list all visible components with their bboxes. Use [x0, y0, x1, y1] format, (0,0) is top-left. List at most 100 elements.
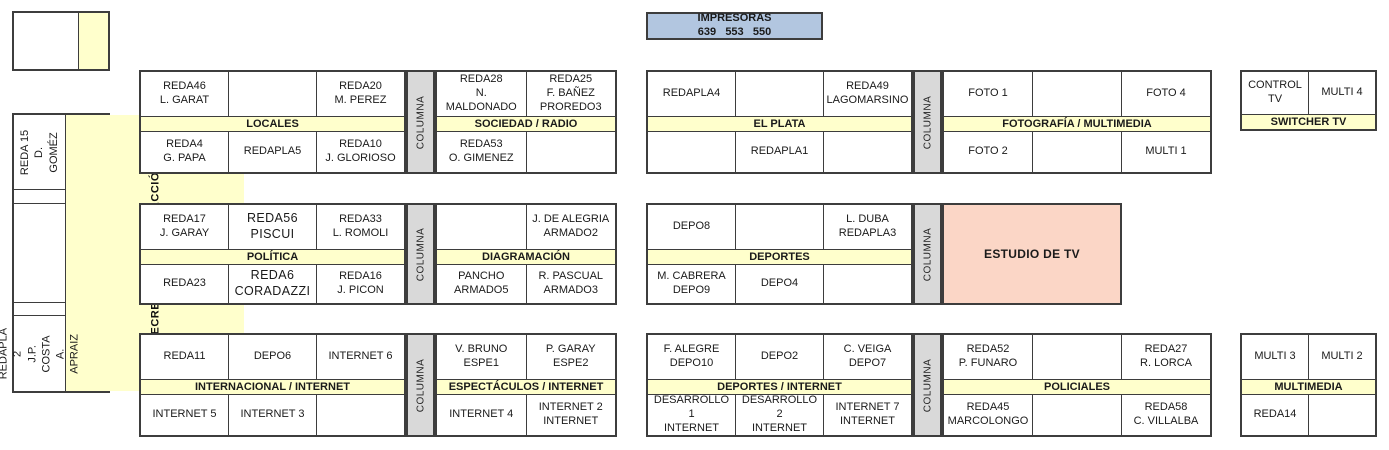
section-switcher-tv: CONTROL TV MULTI 4 SWITCHER TV: [1240, 70, 1377, 131]
desk-row: REDA11 DEPO6 INTERNET 6: [141, 335, 404, 379]
columna-label: COLUMNA: [922, 358, 934, 412]
desk-row: REDA52 P. FUNARO REDA27 R. LORCA: [944, 335, 1210, 379]
desk-cell: REDA46 L. GARAT: [141, 72, 229, 116]
columna-pillar: COLUMNA: [913, 203, 942, 305]
desk-cell: [648, 132, 736, 172]
desk-cell: [437, 205, 527, 249]
desk-cell: INTERNET 2 INTERNET: [538, 401, 603, 427]
desk-row: REDA45 MARCOLONGO REDA58 C. VILLALBA: [944, 395, 1210, 435]
desk-cell: [527, 132, 616, 172]
desk-cell: DEPO4: [736, 265, 824, 303]
desk-cell: INTERNET 4: [437, 395, 527, 435]
desk-cell: [1033, 72, 1122, 116]
desk-cell: [229, 72, 317, 116]
desk-cell: REDA20 M. PEREZ: [334, 80, 387, 106]
desk-cell: [317, 395, 404, 435]
desk-cell: REDA10 J. GLORIOSO: [325, 138, 396, 164]
desk-cell: M. CABRERA DEPO9: [648, 265, 736, 303]
columna-label: COLUMNA: [922, 95, 934, 149]
desk-cell: MULTI 1: [1145, 145, 1187, 158]
desk-row: M. CABRERA DEPO9 DEPO4: [648, 265, 911, 303]
tv-studio-label: ESTUDIO DE TV: [984, 247, 1080, 261]
desk-cell: REDA23: [141, 265, 229, 303]
desk-cell: J. DE ALEGRIA ARMADO2: [532, 213, 610, 239]
section-label: FOTOGRAFÍA / MULTIMEDIA: [944, 116, 1210, 132]
section-diagramacion: J. DE ALEGRIA ARMADO2 DIAGRAMACIÓN PANCH…: [435, 203, 617, 305]
section-locales: REDA46 L. GARAT REDA20 M. PEREZ LOCALES …: [139, 70, 406, 174]
desk-row: INTERNET 5 INTERNET 3: [141, 395, 404, 435]
section-label: DEPORTES / INTERNET: [648, 379, 911, 395]
desk-row: DESARROLLO 1 INTERNET DESARROLLO 2 INTER…: [648, 395, 911, 435]
columna-pillar: COLUMNA: [406, 203, 435, 305]
section-deportes-internet: F. ALEGRE DEPO10 DEPO2 C. VEIGA DEPO7 DE…: [646, 333, 913, 437]
desk-cell: REDA17 J. GARAY: [141, 205, 229, 249]
desk-cell: CONTROL TV: [1242, 72, 1309, 114]
desk-cell: [1033, 335, 1122, 379]
desk-cell: [824, 132, 911, 172]
desk-cell: F. ALEGRE DEPO10: [648, 335, 736, 379]
desk-label: REDAPLA 2 J.P. COSTA A. APRAIZ: [0, 327, 81, 379]
desk-row: REDA53 O. GIMENEZ: [437, 132, 615, 172]
desk-cell: REDA4 G. PAPA: [141, 132, 229, 172]
section-el-plata: REDAPLA4 REDA49 LAGOMARSINO EL PLATA RED…: [646, 70, 913, 174]
desk-row: REDA4 G. PAPA REDAPLA5 REDA10 J. GLORIOS…: [141, 132, 404, 172]
desk-cell: PANCHO ARMADO5: [437, 265, 527, 303]
section-sociedad-radio: REDA28 N. MALDONADO REDA25 F. BAÑEZ PROR…: [435, 70, 617, 174]
section-multimedia: MULTI 3 MULTI 2 MULTIMEDIA REDA14: [1240, 333, 1377, 437]
desk-cell: V. BRUNO ESPE1: [437, 335, 527, 379]
desk-cell: DESARROLLO 1 INTERNET: [648, 395, 736, 435]
secretarios-desk-column: REDA 15 D. GOMÉZ REDAPLA 2 J.P. COSTA A.…: [0, 115, 81, 391]
desk-cell: [1033, 395, 1122, 435]
desk-cell: REDA56 PISCUI: [229, 205, 317, 249]
section-label: SWITCHER TV: [1242, 114, 1375, 129]
desk-row: FOTO 2 MULTI 1: [944, 132, 1210, 172]
section-label: DEPORTES: [648, 249, 911, 265]
desk-row: PANCHO ARMADO5 R. PASCUAL ARMADO3: [437, 265, 615, 303]
desk-cell: L. DUBA REDAPLA3: [838, 213, 897, 239]
desk-row: MULTI 3 MULTI 2: [1242, 335, 1375, 379]
desk-row: REDAPLA1: [648, 132, 911, 172]
desk-row: FOTO 1 FOTO 4: [944, 72, 1210, 116]
columna-pillar: COLUMNA: [406, 70, 435, 174]
desk-cell: REDA25 F. BAÑEZ PROREDO3: [539, 73, 602, 113]
desk-cell: INTERNET 5: [141, 395, 229, 435]
section-label: POLICIALES: [944, 379, 1210, 395]
desk-cell: REDA52 P. FUNARO: [944, 335, 1033, 379]
desk-cell: [14, 303, 65, 316]
section-politica: REDA17 J. GARAY REDA56 PISCUI REDA33 L. …: [139, 203, 406, 305]
section-espectaculos-internet: V. BRUNO ESPE1 P. GARAY ESPE2 ESPECTÁCUL…: [435, 333, 617, 437]
desk-cell: REDAPLA4: [648, 72, 736, 116]
columna-pillar: COLUMNA: [913, 333, 942, 437]
section-label: POLÍTICA: [141, 249, 404, 265]
desk-cell: MULTI 4: [1321, 86, 1363, 99]
desk-row: REDAPLA4 REDA49 LAGOMARSINO: [648, 72, 911, 116]
printer-extensions: 639 553 550: [697, 26, 772, 38]
tv-studio-box: ESTUDIO DE TV: [942, 203, 1122, 305]
desk-row: DEPO8 L. DUBA REDAPLA3: [648, 205, 911, 249]
desk-cell: DEPO2: [736, 335, 824, 379]
printer-box: IMPRESORAS 639 553 550: [646, 12, 823, 40]
columna-label: COLUMNA: [415, 95, 427, 149]
corner-box-white: [14, 13, 78, 69]
columna-pillar: COLUMNA: [406, 333, 435, 437]
printer-title: IMPRESORAS: [697, 12, 772, 25]
desk-cell: FOTO 4: [1146, 87, 1186, 100]
desk-cell: [1033, 132, 1122, 172]
desk-cell: INTERNET 7 INTERNET: [835, 401, 900, 427]
desk-cell: [14, 190, 65, 204]
desk-cell: [824, 265, 911, 303]
desk-cell: REDA33 L. ROMOLI: [332, 213, 389, 239]
corner-box-yellow: [78, 13, 108, 69]
section-internacional-internet: REDA11 DEPO6 INTERNET 6 INTERNACIONAL / …: [139, 333, 406, 437]
desk-row: REDA28 N. MALDONADO REDA25 F. BAÑEZ PROR…: [437, 72, 615, 116]
section-label: ESPECTÁCULOS / INTERNET: [437, 379, 615, 395]
secretarios-block: REDA 15 D. GOMÉZ REDAPLA 2 J.P. COSTA A.…: [0, 113, 245, 393]
desk-row: REDA17 J. GARAY REDA56 PISCUI REDA33 L. …: [141, 205, 404, 249]
desk-cell: [1309, 395, 1375, 435]
desk-cell: REDA28 N. MALDONADO: [437, 72, 527, 116]
columna-label: COLUMNA: [415, 227, 427, 281]
desk-cell: [736, 72, 824, 116]
columna-label: COLUMNA: [922, 227, 934, 281]
desk-row: CONTROL TV MULTI 4: [1242, 72, 1375, 114]
